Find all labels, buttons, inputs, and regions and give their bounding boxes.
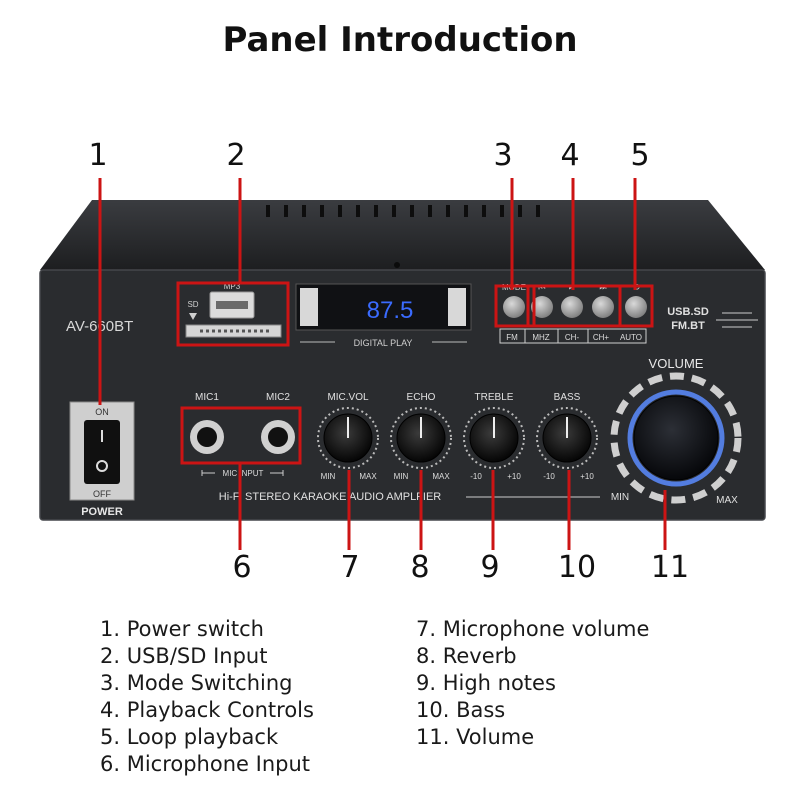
callout-number-8: 8 [410, 550, 430, 585]
power-switch[interactable] [84, 420, 120, 484]
callout-number-10: 10 [557, 550, 597, 585]
vent-slots [266, 205, 540, 217]
mode-label-auto: AUTO [620, 333, 642, 342]
tagline: Hi-Fi STEREO KARAOKE AUDIO AMPLFIER [219, 491, 442, 503]
sd-label: SD [187, 300, 198, 309]
legend-item: 7. Microphone volume [416, 617, 650, 641]
legend-item: 6. Microphone Input [100, 752, 310, 776]
previous-button[interactable] [531, 296, 553, 318]
legend-item: 3. Mode Switching [100, 671, 293, 695]
mic1-label: MIC1 [195, 392, 219, 403]
bass-max: +10 [580, 472, 594, 481]
legend-item: 10. Bass [416, 698, 506, 722]
switch-off-label: OFF [93, 489, 111, 499]
mode-label-ch-plus: CH+ [593, 333, 610, 342]
digital-display [295, 283, 472, 331]
mp3-label: MP3 [224, 282, 241, 291]
mic-volume-max: MAX [359, 472, 377, 481]
mode-label-ch-minus: CH- [565, 333, 580, 342]
volume-max: MAX [716, 495, 738, 506]
echo-label: ECHO [407, 392, 436, 403]
treble-max: +10 [507, 472, 521, 481]
mode-label-mhz: MHZ [532, 333, 549, 342]
play-pause-button[interactable] [561, 296, 583, 318]
sd-arrow-icon [189, 313, 197, 320]
switch-on-label: ON [95, 407, 109, 417]
callout-number-2: 2 [226, 138, 246, 173]
mic-volume-knob-group: MIC.VOL MIN MAX [317, 392, 379, 481]
legend-item: 1. Power switch [100, 617, 264, 641]
legend-item: 4. Playback Controls [100, 698, 314, 722]
legend-item: 11. Volume [416, 725, 535, 749]
bass-knob-group: BASS -10 +10 [536, 392, 598, 481]
treble-min: -10 [470, 472, 482, 481]
fm-bt-badge: FM.BT [671, 320, 705, 332]
volume-knob[interactable] [633, 395, 719, 481]
volume-light-ring [627, 389, 725, 487]
sd-card-slot[interactable] [185, 324, 282, 338]
digital-play-label: DIGITAL PLAY [354, 338, 413, 348]
mode-highlight [494, 284, 536, 328]
callout-number-11: 11 [650, 550, 690, 585]
bass-label: BASS [554, 392, 581, 403]
legend-item: 2. USB/SD Input [100, 644, 268, 668]
echo-min: MIN [394, 472, 409, 481]
mic-volume-min: MIN [321, 472, 336, 481]
leader-lines [98, 178, 667, 550]
usb-sd-badge: USB.SD [667, 306, 709, 318]
display-frequency: 87.5 [367, 297, 414, 324]
callout-number-1: 1 [88, 138, 108, 173]
legend-item: 8. Reverb [416, 644, 517, 668]
treble-label: TREBLE [475, 392, 514, 403]
legend-item: 5. Loop playback [100, 725, 279, 749]
power-label: POWER [81, 506, 123, 518]
callout-number-4: 4 [560, 138, 580, 173]
volume-label: VOLUME [649, 356, 704, 371]
echo-knob-group: ECHO MIN MAX [390, 392, 452, 481]
mic-input-label: MIC INPUT [223, 469, 264, 478]
bass-min: -10 [543, 472, 555, 481]
mic-volume-label: MIC.VOL [327, 392, 369, 403]
next-button[interactable] [592, 296, 614, 318]
mode-button[interactable] [503, 296, 525, 318]
callout-number-7: 7 [340, 550, 360, 585]
loop-button[interactable] [625, 296, 647, 318]
callout-number-9: 9 [480, 550, 500, 585]
callout-number-6: 6 [232, 550, 252, 585]
callout-number-5: 5 [630, 138, 650, 173]
legend-right-column: 7. Microphone volume 8. Reverb 9. High n… [416, 616, 649, 751]
mode-label-fm: FM [506, 333, 518, 342]
usb-sd-highlight [176, 281, 290, 347]
page-title: Panel Introduction [222, 20, 578, 60]
mic2-label: MIC2 [266, 392, 290, 403]
volume-min: MIN [611, 492, 629, 503]
treble-knob-group: TREBLE -10 +10 [463, 392, 525, 481]
legend-item: 9. High notes [416, 671, 556, 695]
legend-left-column: 1. Power switch 2. USB/SD Input 3. Mode … [100, 616, 314, 778]
volume-scale-ring [610, 372, 742, 504]
callout-number-3: 3 [493, 138, 513, 173]
echo-max: MAX [432, 472, 450, 481]
top-cover [40, 200, 765, 270]
